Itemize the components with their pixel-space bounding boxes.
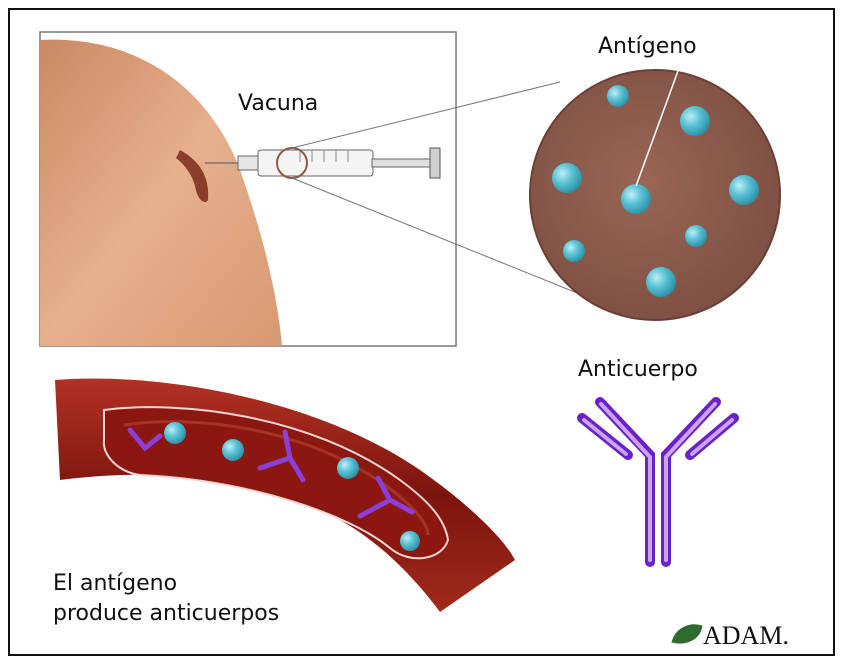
leaf-icon bbox=[672, 625, 702, 643]
antigen-label: Antígeno bbox=[598, 34, 697, 59]
antigen-dot bbox=[400, 531, 420, 551]
antigen-dot bbox=[563, 240, 585, 262]
antibody-icon bbox=[582, 402, 734, 562]
caption-line-2: produce anticuerpos bbox=[53, 601, 279, 626]
caption-line-1: El antígeno bbox=[53, 571, 177, 596]
antigen-dot bbox=[680, 106, 710, 136]
antigen-dot bbox=[552, 163, 582, 193]
antigen-dot bbox=[222, 439, 244, 461]
antigen-dot bbox=[646, 267, 676, 297]
brand-name: ADAM. bbox=[703, 621, 789, 650]
antigen-dot bbox=[729, 175, 759, 205]
vaccine-label: Vacuna bbox=[238, 91, 318, 116]
antigen-dot bbox=[164, 422, 186, 444]
magnified-view bbox=[530, 60, 780, 320]
antigen-dot bbox=[621, 184, 651, 214]
antigen-dot bbox=[607, 85, 629, 107]
injection-panel: Vacuna bbox=[40, 32, 456, 346]
adam-logo: ADAM. bbox=[672, 621, 789, 650]
antigen-dot bbox=[685, 225, 707, 247]
antigen-dot bbox=[337, 457, 359, 479]
antibody-label: Anticuerpo bbox=[578, 357, 698, 382]
